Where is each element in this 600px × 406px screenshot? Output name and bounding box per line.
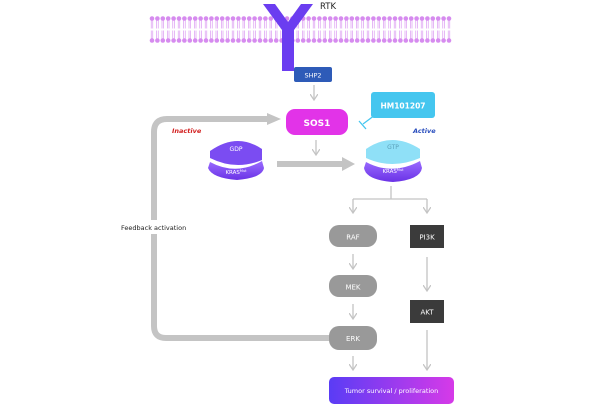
rtk-label: RTK <box>320 2 336 12</box>
akt-box <box>410 300 444 323</box>
sos1-box <box>286 109 348 135</box>
mek-box <box>329 275 377 297</box>
inhibitor-label: HM101207 <box>380 102 425 111</box>
sos1-label: SOS1 <box>304 119 331 129</box>
kras-active-label: KRASMut <box>382 168 404 175</box>
erk-box <box>329 326 377 350</box>
outcome-box <box>329 377 454 404</box>
gdp-label: GDP <box>230 146 243 153</box>
kras-active-complex <box>364 140 422 182</box>
feedback-label-bg <box>118 220 190 234</box>
kras-inactive-complex <box>208 140 264 180</box>
shp2-box <box>294 67 332 82</box>
branch-connector <box>353 186 427 212</box>
outcome-label: Tumor survival / proliferation <box>344 387 439 395</box>
mek-label: MEK <box>345 284 360 292</box>
pi3k-label: PI3K <box>419 234 435 242</box>
erk-label: ERK <box>346 335 360 343</box>
activation-arrow <box>277 157 355 171</box>
feedback-label: Feedback activation <box>121 224 186 232</box>
raf-label: RAF <box>346 234 359 242</box>
pi3k-box <box>410 225 444 248</box>
active-label: Active <box>412 127 436 135</box>
raf-box <box>329 225 377 247</box>
inactive-label: Inactive <box>172 127 202 135</box>
akt-label: AKT <box>420 309 434 317</box>
kras-inactive-label: KRASMut <box>225 169 247 176</box>
rtk-receptor <box>263 4 313 71</box>
inhibitor-box <box>371 92 435 118</box>
gtp-label: GTP <box>387 144 399 151</box>
inhibition-connector <box>358 114 376 130</box>
shp2-label: SHP2 <box>304 72 321 80</box>
